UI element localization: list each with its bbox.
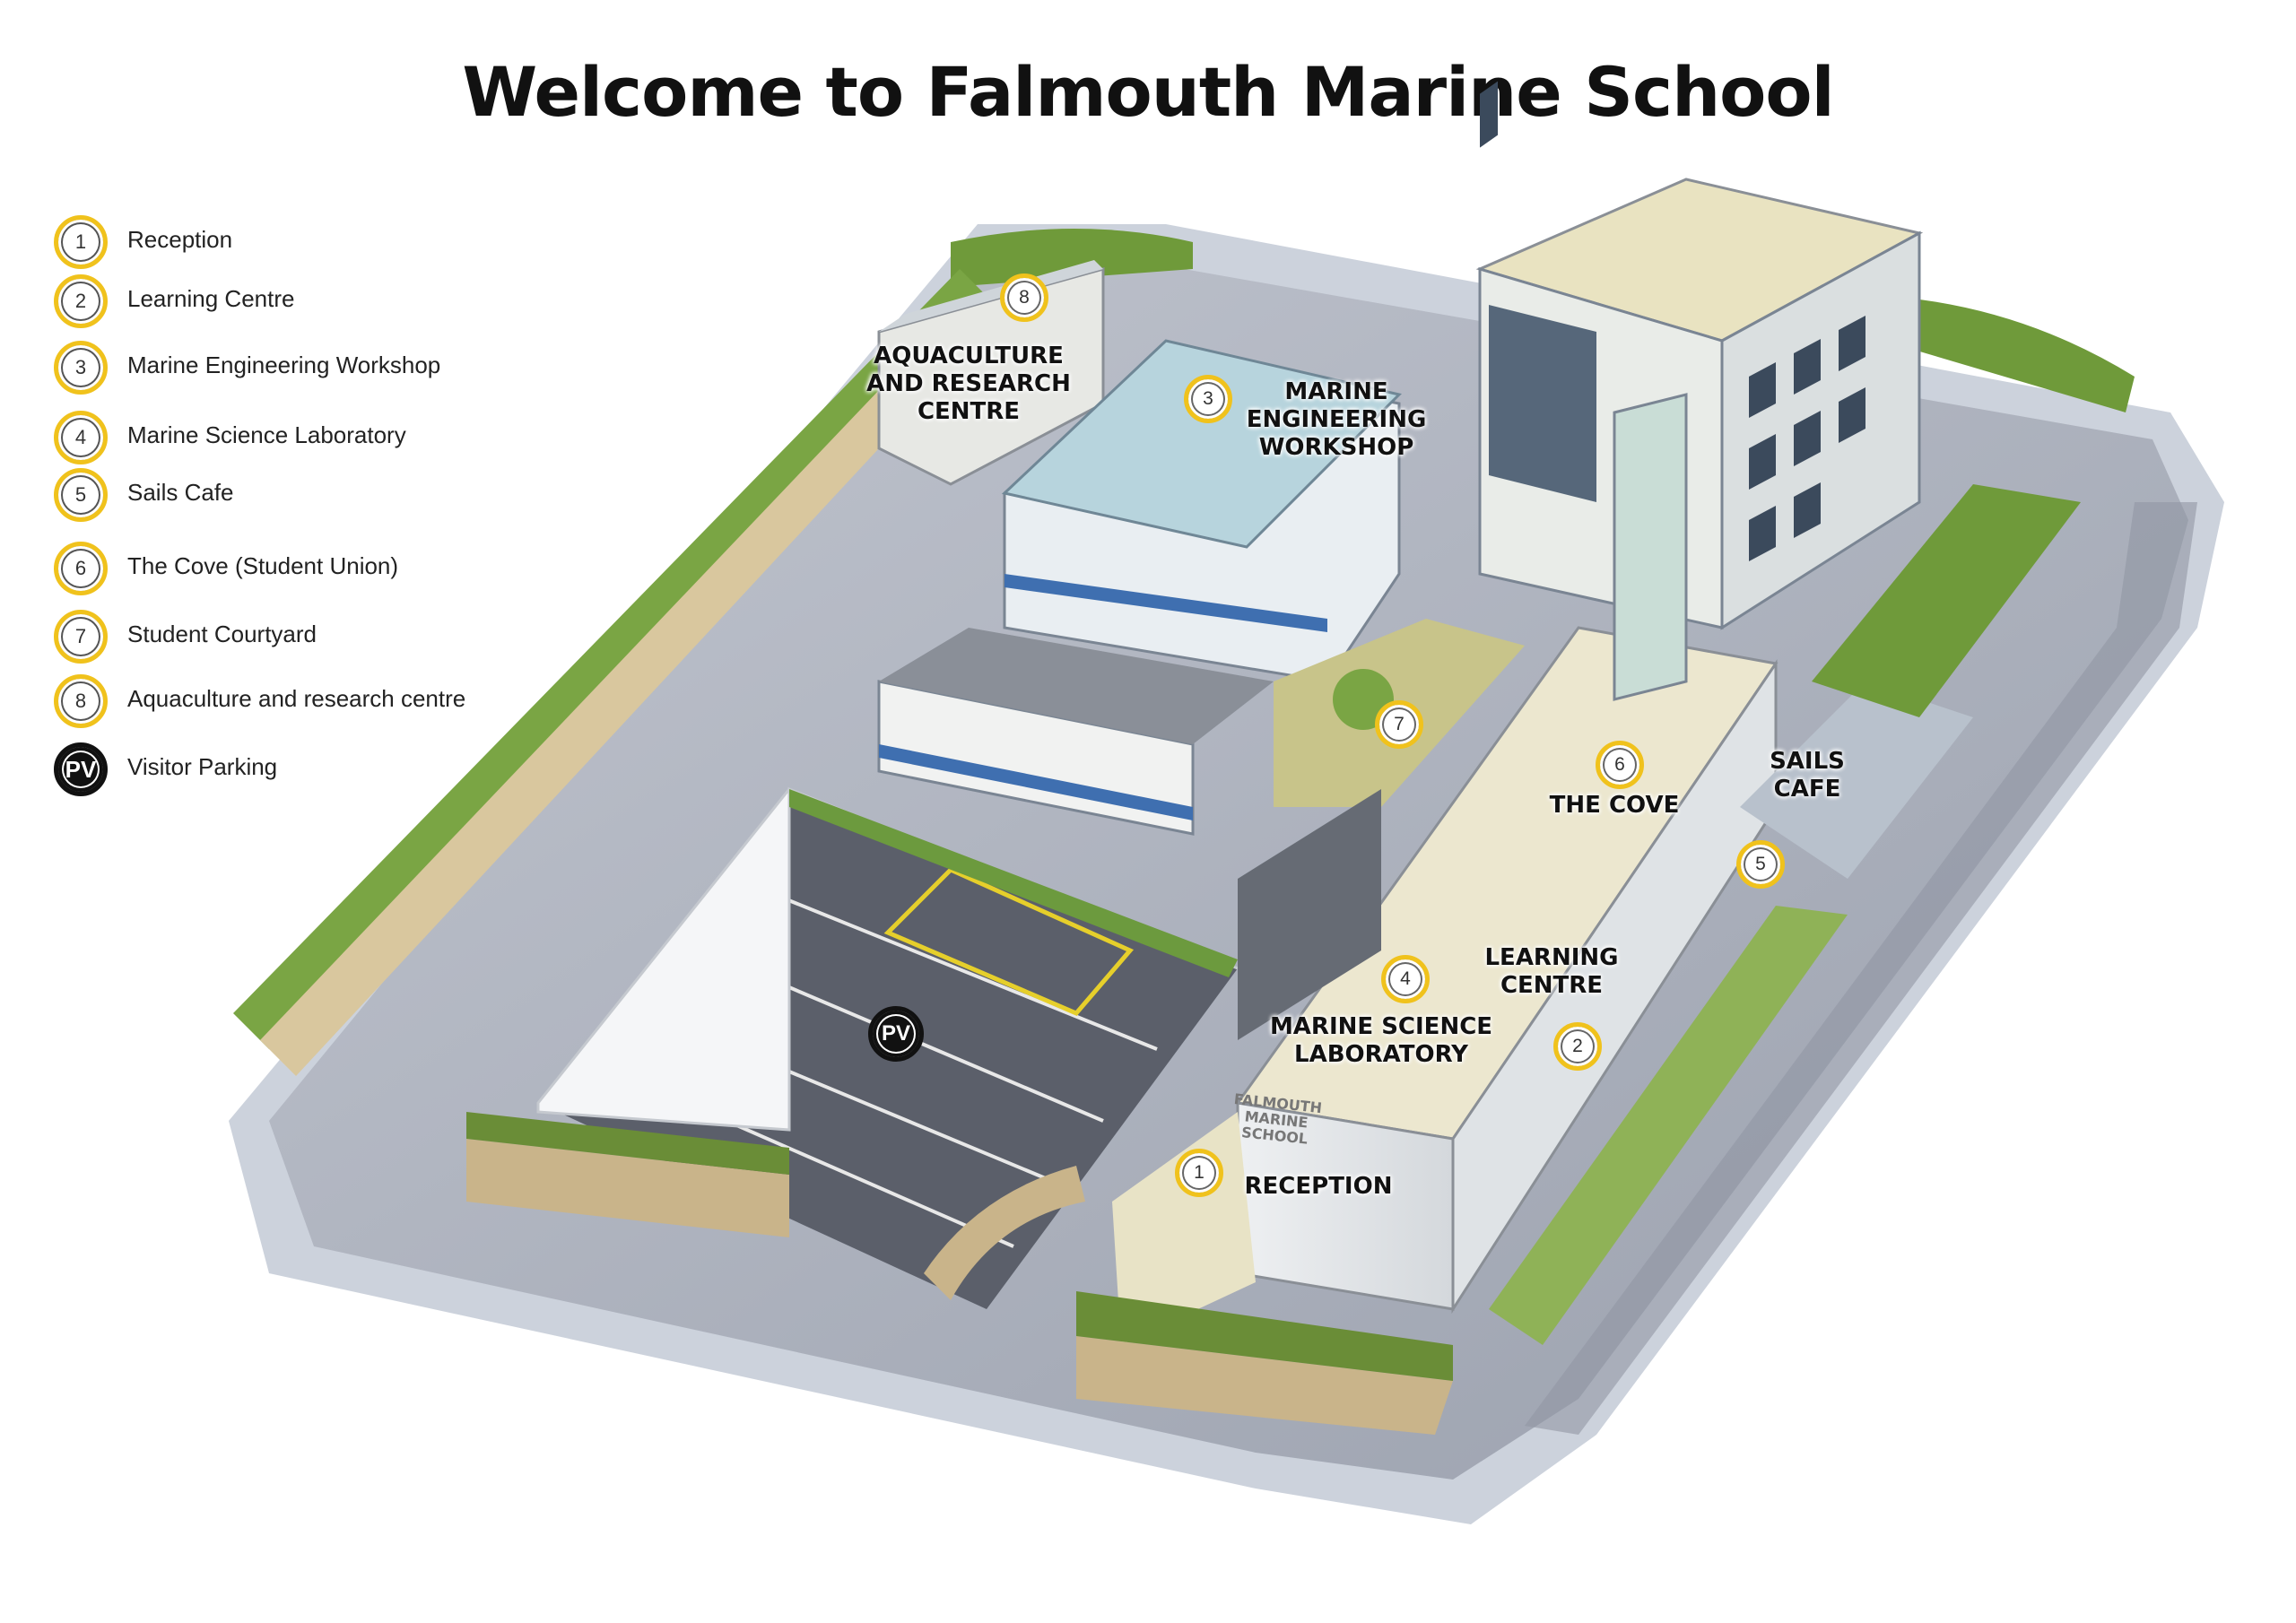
label-cove: THE COVE [1549, 792, 1680, 819]
aquaculture-roof [879, 260, 1103, 332]
legend-label: Marine Engineering Workshop [127, 352, 441, 378]
legend-label: Learning Centre [127, 285, 295, 312]
marker-learning-centre[interactable]: 2 [1553, 1022, 1602, 1071]
legend-item[interactable]: 5 Sails Cafe [54, 468, 556, 525]
legend-marker: 8 [54, 674, 108, 728]
wall-top-hedge [789, 789, 1238, 977]
legend-item[interactable]: 7 Student Courtyard [54, 610, 556, 667]
cafe-patio [1740, 681, 1973, 879]
tower-stair-column [1613, 393, 1688, 701]
dark-stair-block [1238, 789, 1381, 1040]
legend-label: Student Courtyard [127, 621, 317, 647]
annex-roof [879, 628, 1274, 744]
label-sails-cafe: SAILS CAFE [1770, 748, 1845, 803]
label-aquaculture: AQUACULTURE AND RESEARCH CENTRE [866, 343, 1071, 425]
page-title: Welcome to Falmouth Marine School [462, 52, 1834, 132]
marker-courtyard[interactable]: 7 [1375, 700, 1423, 749]
legend-item[interactable]: 6 The Cove (Student Union) [54, 542, 556, 599]
legend-marker: 1 [54, 215, 108, 269]
marker-the-cove[interactable]: 6 [1596, 741, 1644, 789]
legend-label: The Cove (Student Union) [127, 552, 399, 579]
legend-marker: 5 [54, 468, 108, 522]
marker-aquaculture[interactable]: 8 [1000, 273, 1048, 322]
legend-item[interactable]: 1 Reception [54, 215, 556, 273]
back-hedge [951, 229, 1193, 287]
legend-label: Aquaculture and research centre [127, 685, 466, 712]
legend-item[interactable]: 2 Learning Centre [54, 274, 556, 332]
planter-front-bed [1076, 1291, 1453, 1381]
accessible-bays [883, 867, 1135, 1017]
main-windows [1480, 81, 1498, 148]
stone-planter-front [1076, 1336, 1453, 1435]
marker-science-lab[interactable]: 4 [1381, 955, 1430, 1003]
hedge-left [233, 269, 987, 1049]
planter-left-bed [466, 1112, 789, 1175]
front-garden [1489, 906, 1848, 1345]
workshop-stripe [1004, 574, 1327, 632]
planter-left [466, 1139, 789, 1237]
marker-sails-cafe[interactable]: 5 [1736, 840, 1785, 889]
building-sign: FALMOUTH MARINE SCHOOL [1232, 1090, 1323, 1148]
hedge-right [1883, 296, 2135, 412]
legend-label: Visitor Parking [127, 753, 278, 780]
right-garden [1812, 484, 2081, 717]
label-workshop: MARINE ENGINEERING WORKSHOP [1246, 378, 1427, 461]
legend-item[interactable]: 4 Marine Science Laboratory [54, 411, 556, 468]
marker-reception[interactable]: 1 [1175, 1149, 1223, 1197]
legend-marker: 7 [54, 610, 108, 664]
legend-marker: 6 [54, 542, 108, 595]
legend-label: Sails Cafe [127, 479, 234, 506]
road-right-curve [1525, 502, 2197, 1435]
legend-marker: 2 [54, 274, 108, 328]
tower-side-windows [1749, 316, 1866, 561]
legend-item[interactable]: 3 Marine Engineering Workshop [54, 341, 556, 398]
stone-wall-left [260, 296, 996, 1076]
legend-item[interactable]: PV Visitor Parking [54, 742, 556, 800]
workshop-roof [1001, 339, 1402, 549]
legend-label: Marine Science Laboratory [127, 421, 406, 448]
legend-item[interactable]: 8 Aquaculture and research centre [54, 674, 556, 732]
label-science-lab: MARINE SCIENCE LABORATORY [1269, 1013, 1493, 1068]
marker-workshop[interactable]: 3 [1184, 375, 1232, 423]
curved-planter [924, 1166, 1085, 1300]
legend-marker: 4 [54, 411, 108, 464]
legend-marker: 3 [54, 341, 108, 395]
legend-label: Reception [127, 226, 233, 253]
label-reception: RECEPTION [1244, 1173, 1393, 1200]
annex-stripe [879, 744, 1193, 820]
tower-glass [1489, 305, 1596, 502]
label-learning-centre: LEARNING CENTRE [1484, 944, 1619, 999]
legend-marker: PV [54, 742, 108, 796]
marker-visitor-parking[interactable]: PV [868, 1006, 924, 1062]
